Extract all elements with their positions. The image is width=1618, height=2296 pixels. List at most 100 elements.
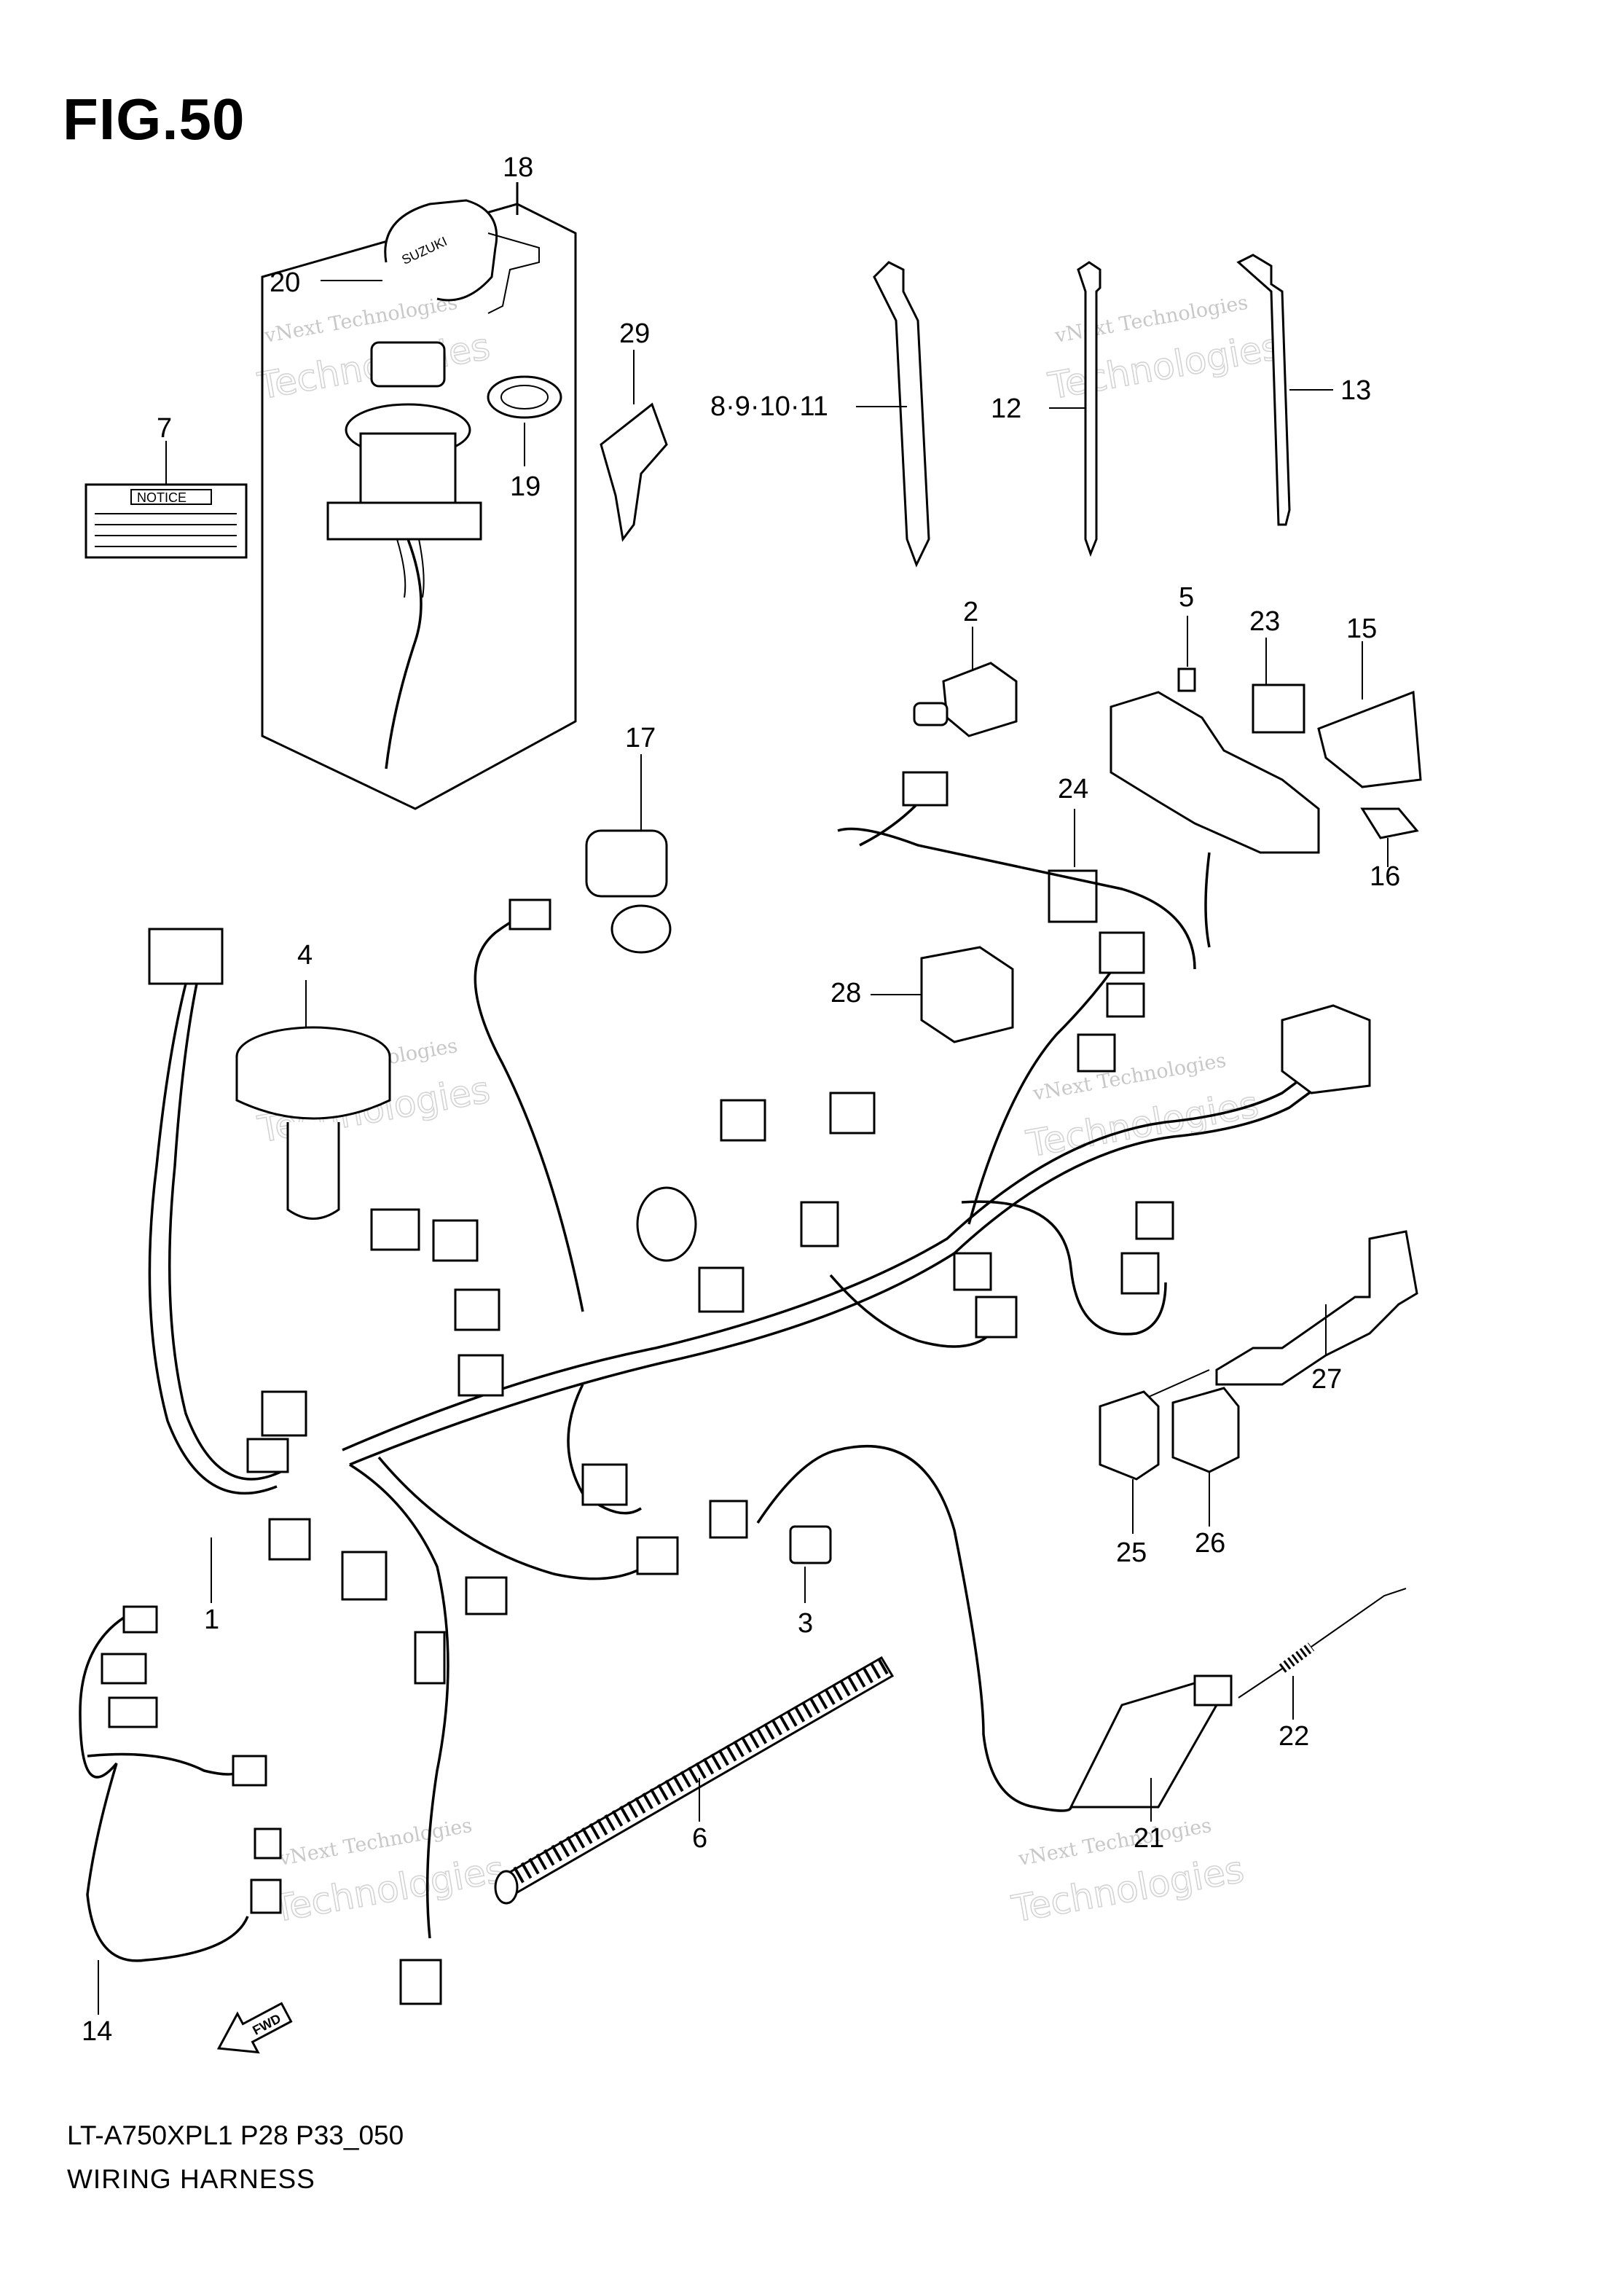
switch-lead-wire — [385, 538, 423, 769]
spring-wire — [1238, 1668, 1283, 1699]
cable-tie-clip — [1236, 254, 1291, 526]
spring-wire — [1311, 1588, 1407, 1647]
relay-28 — [920, 946, 1014, 1043]
harness-connector — [465, 1576, 508, 1615]
harness-branch — [349, 1463, 449, 1939]
harness-connector — [709, 1500, 748, 1539]
callout-20: 20 — [270, 267, 300, 298]
model-code: LT-A750XPL1 P28 P33_050 — [67, 2120, 404, 2150]
sub-harness-14 — [79, 1605, 282, 2015]
figure-title: FIG.50 — [63, 87, 246, 152]
callout-2: 2 — [963, 597, 978, 627]
callout-22: 22 — [1279, 1721, 1309, 1752]
fuse-box-lead — [1204, 852, 1211, 948]
harness-connector-round — [636, 1186, 697, 1262]
callout-4: 4 — [297, 940, 313, 971]
spare-key — [600, 350, 668, 542]
tube-end — [494, 1870, 519, 1905]
callout-29: 29 — [619, 318, 650, 349]
harness-branch — [961, 1200, 1167, 1336]
callout-6: 6 — [692, 1823, 707, 1854]
harness-branch-17 — [474, 909, 584, 1312]
lock-ring-inner — [500, 385, 549, 410]
cable-tie-long — [873, 261, 930, 568]
tube-ribs — [506, 1657, 889, 1888]
harness-connector — [454, 1288, 500, 1331]
connector-25 — [1099, 1390, 1160, 1481]
cap-body — [789, 1525, 832, 1564]
plate-27-and-connectors — [1099, 1230, 1418, 1534]
callout-15: 15 — [1346, 614, 1377, 644]
harness-connector — [1099, 931, 1145, 974]
callout-27: 27 — [1311, 1364, 1342, 1395]
harness-connector — [953, 1252, 992, 1291]
harness-connector — [581, 1463, 628, 1506]
harness-trunk — [342, 1055, 1334, 1451]
bracket-15 — [1317, 690, 1422, 788]
main-wiring-harness — [148, 771, 1371, 2005]
grommet-tube — [286, 1122, 340, 1220]
harness-connector-top-left — [148, 928, 224, 985]
callout-24: 24 — [1058, 774, 1088, 804]
harness-connector — [902, 771, 949, 807]
switch-cap — [370, 341, 446, 388]
harness-connector — [1120, 1252, 1160, 1295]
harness-left-branch — [148, 983, 278, 1494]
harness-connector — [698, 1266, 745, 1313]
harness-branch — [567, 1384, 642, 1515]
harness-connector — [399, 1959, 442, 2005]
cable-ties — [856, 254, 1333, 568]
harness-connector — [1135, 1201, 1174, 1240]
lock-ring — [487, 375, 562, 419]
harness-connector — [268, 1518, 311, 1561]
fwd-arrow: FWD — [216, 2002, 293, 2054]
clamp-16 — [1360, 807, 1419, 839]
notice-label: NOTICE — [85, 441, 248, 559]
callout-8-9-10-11: 8·9·10·11 — [710, 391, 828, 422]
socket-17-cap — [610, 904, 672, 954]
relay-23 — [1252, 683, 1305, 734]
callout-13: 13 — [1340, 375, 1371, 406]
callout-12: 12 — [991, 393, 1021, 424]
callout-3: 3 — [798, 1608, 813, 1639]
callout-17: 17 — [625, 723, 656, 753]
callout-5: 5 — [1179, 582, 1194, 613]
callout-23: 23 — [1249, 606, 1280, 637]
callout-numbers: 18 20 29 7 19 8·9·10·11 12 13 2 5 23 15 … — [82, 152, 1400, 2047]
harness-branch — [829, 1274, 992, 1348]
sensor-21-tip — [1193, 1674, 1233, 1707]
harness-connector — [1106, 982, 1145, 1018]
key-tag-shape — [384, 199, 498, 302]
callout-21: 21 — [1134, 1823, 1164, 1854]
harness-connector — [829, 1092, 876, 1135]
sub-harness-connector — [101, 1653, 147, 1685]
harness-connector — [636, 1536, 679, 1575]
fuse-box-body — [1110, 691, 1320, 854]
connector-parts — [585, 627, 1098, 1043]
callout-26: 26 — [1195, 1528, 1225, 1559]
corrugated-tube — [494, 1656, 895, 1905]
notice-text: NOTICE — [137, 490, 186, 505]
harness-connector — [508, 898, 551, 930]
switch-barrel — [359, 432, 457, 504]
connector-26 — [1171, 1387, 1240, 1473]
switch-wire — [396, 538, 407, 598]
grommet-body — [235, 1057, 391, 1120]
notice-header — [130, 489, 212, 505]
harness-connector — [370, 1208, 420, 1251]
key-blade — [487, 232, 540, 314]
plate-27 — [1215, 1230, 1418, 1386]
fuse-box-group — [1110, 616, 1422, 948]
harness-left-branch — [168, 983, 281, 1481]
switch-base — [326, 501, 482, 541]
harness-connector — [457, 1354, 504, 1397]
harness-connector — [720, 1099, 766, 1142]
sub-harness-wire — [87, 1752, 242, 1776]
harness-branch-sensor — [756, 1444, 1072, 1812]
harness-connector-right — [1281, 1004, 1371, 1094]
sub-harness-connector — [250, 1878, 282, 1914]
harness-connector — [432, 1219, 479, 1262]
ignition-switch-kit: SUZUKI — [261, 182, 577, 810]
